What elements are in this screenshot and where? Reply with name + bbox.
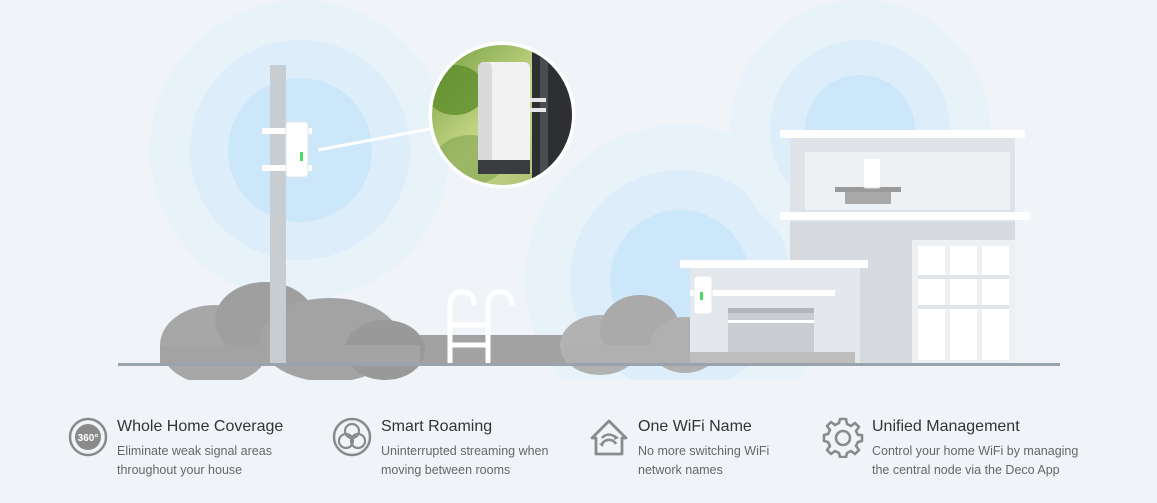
feature-title: Whole Home Coverage <box>117 418 284 435</box>
zoom-connector-line <box>317 126 436 152</box>
svg-text:360°: 360° <box>78 433 99 444</box>
feature-list: 360° Whole Home Coverage Eliminate weak … <box>0 412 1157 492</box>
feature-description: Eliminate weak signal areas throughout y… <box>117 444 272 477</box>
outdoor-mesh-illustration <box>118 40 1060 380</box>
wifi-home-icon <box>590 419 628 456</box>
zoom-inset-photo <box>428 41 576 189</box>
feature-title: Unified Management <box>872 418 1020 435</box>
feature-description: Control your home WiFi by managing the c… <box>872 444 1079 477</box>
pool-ladder <box>447 289 515 365</box>
360-coverage-icon: 360° <box>68 417 108 457</box>
outdoor-deco-node-pole <box>285 121 309 178</box>
house <box>680 130 1030 365</box>
deco-node-upper-floor <box>862 157 882 189</box>
feature-title: One WiFi Name <box>638 418 752 435</box>
roaming-circles-icon <box>332 417 372 457</box>
ground-line <box>118 363 1060 366</box>
deco-node-lower-floor <box>693 275 713 315</box>
gear-icon <box>822 417 864 458</box>
feature-description: Uninterrupted streaming when moving betw… <box>381 444 549 477</box>
feature-description: No more switching WiFi network names <box>638 444 770 477</box>
feature-title: Smart Roaming <box>381 418 493 435</box>
